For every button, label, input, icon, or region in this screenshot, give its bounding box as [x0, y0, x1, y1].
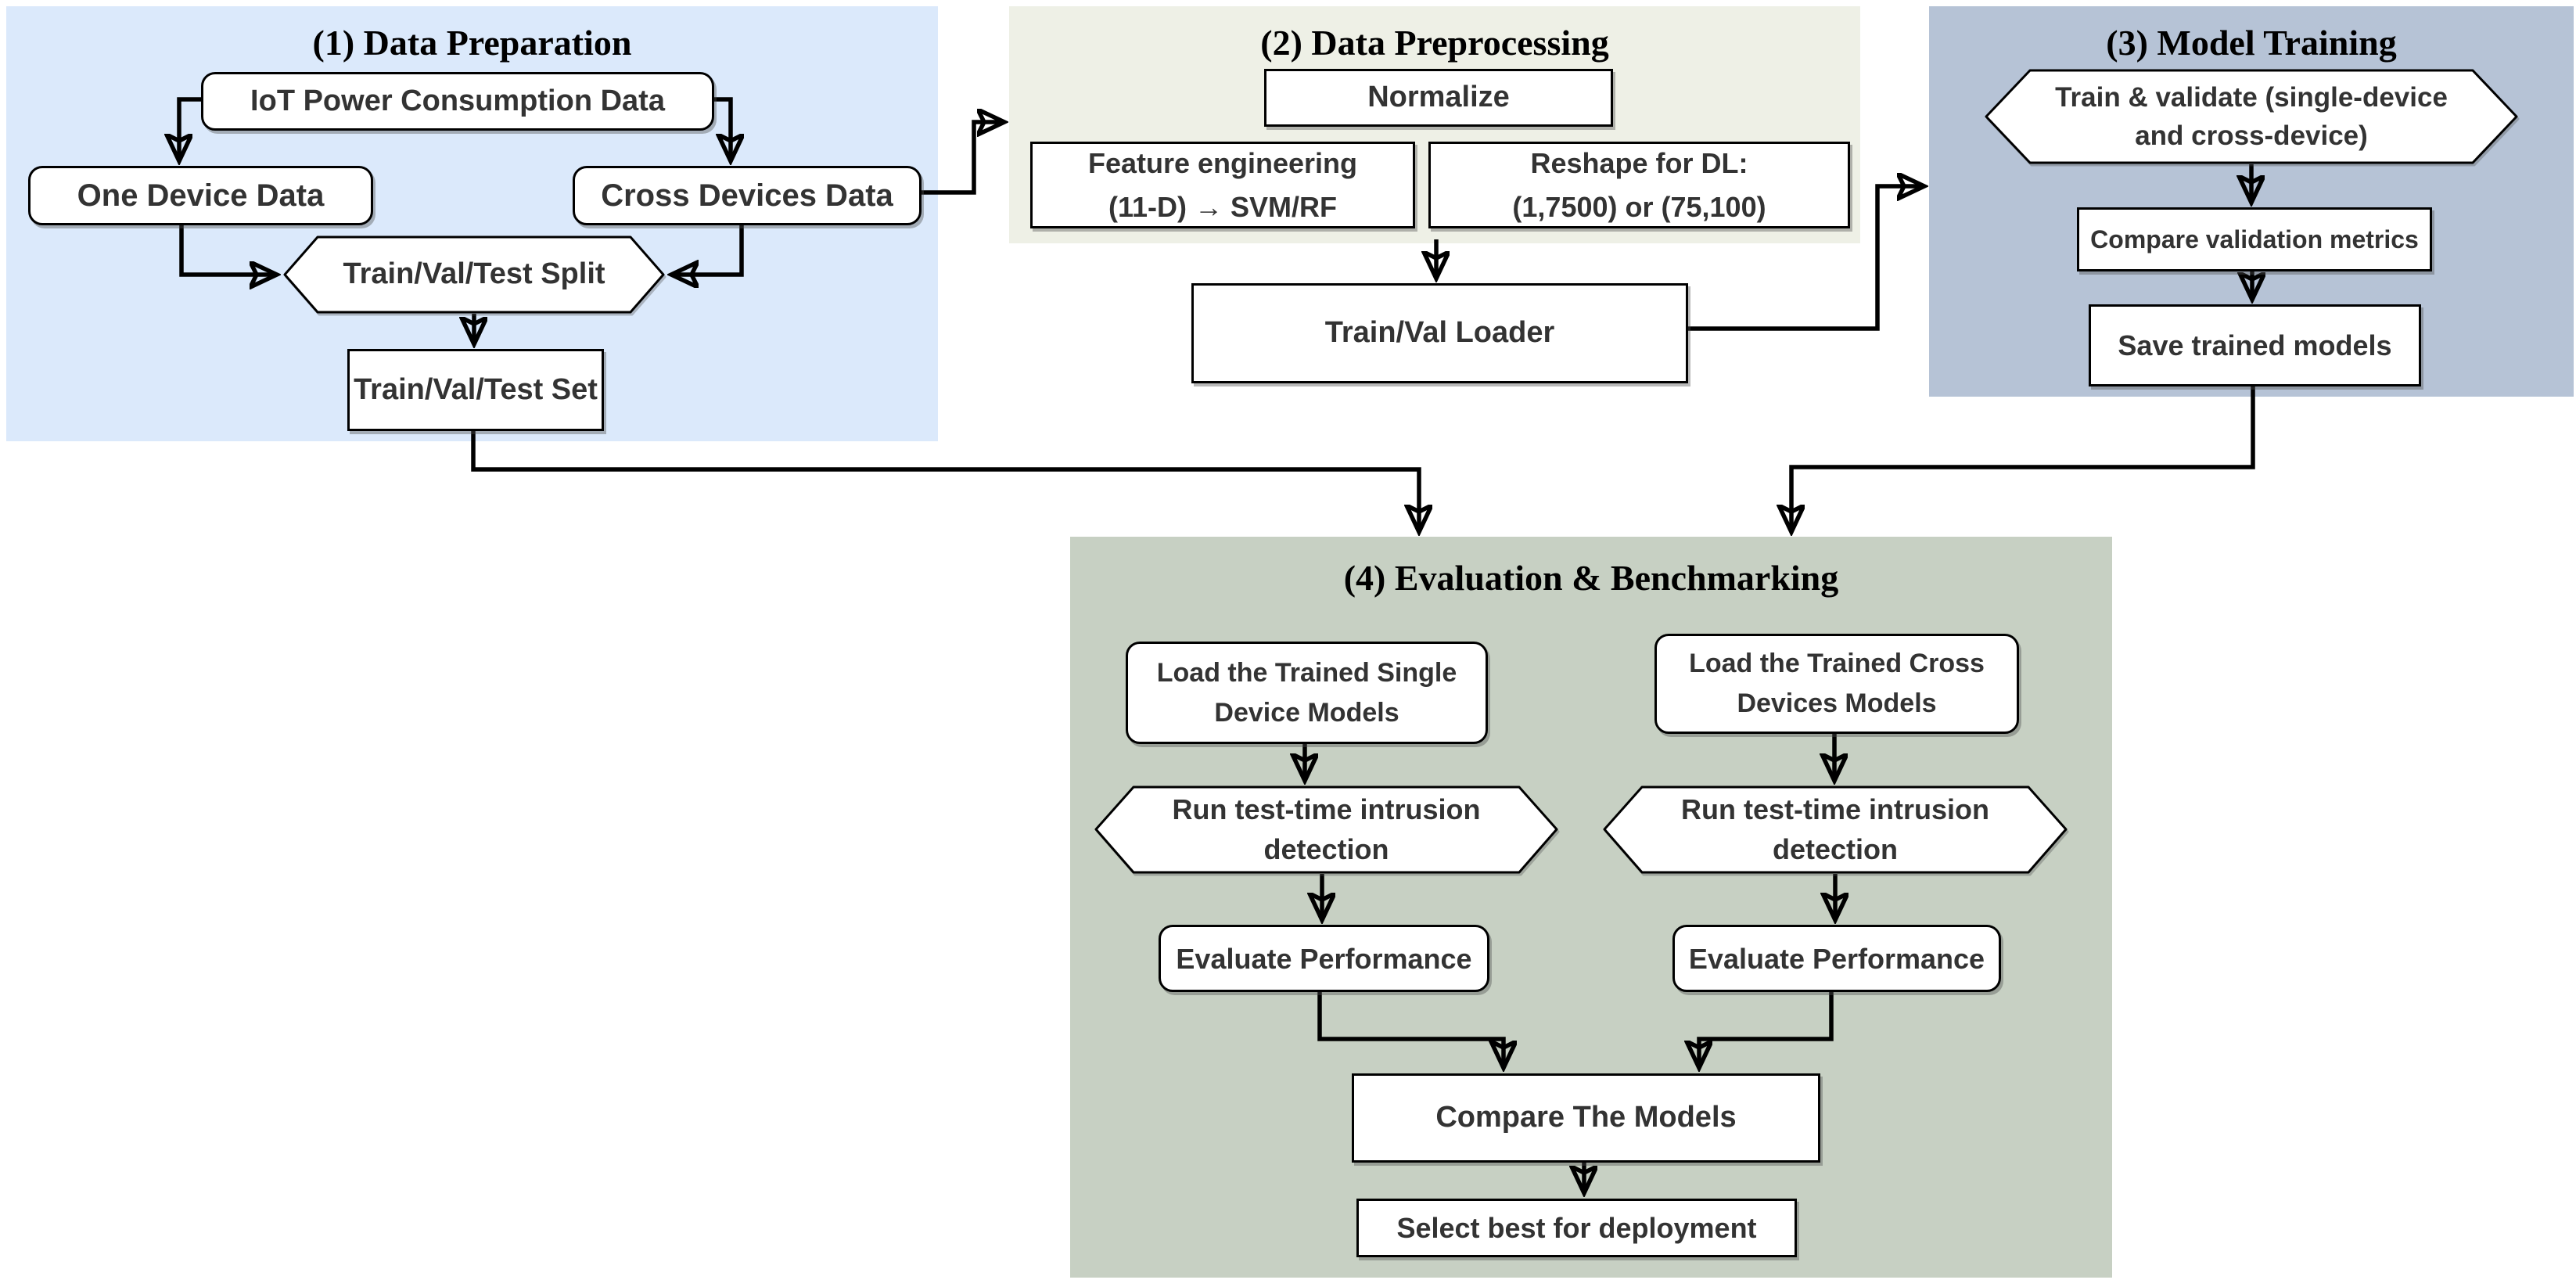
train-val-loader-node: Train/Val Loader [1191, 283, 1688, 383]
compare-the-models-label: Compare The Models [1435, 1101, 1737, 1134]
hexagon-shape [1603, 786, 2068, 874]
hexagon-shape [283, 235, 665, 314]
load-cross-devices-models-label: Load the Trained Cross Devices Models [1689, 649, 1985, 718]
run-intrusion-detection-right-label: Run test-time intrusion detection [1681, 793, 1989, 865]
train-val-test-split-node: Train/Val/Test Split [283, 235, 665, 314]
train-validate-node: Train & validate (single-device and cros… [1985, 69, 2518, 164]
normalize-label: Normalize [1367, 81, 1510, 114]
select-best-for-deployment-node: Select best for deployment [1356, 1199, 1797, 1257]
evaluate-performance-left-node: Evaluate Performance [1159, 925, 1489, 992]
panel-title-data-preprocessing: (2) Data Preprocessing [1260, 23, 1609, 63]
normalize-node: Normalize [1264, 69, 1613, 127]
load-single-device-models-label: Load the Trained Single Device Models [1156, 657, 1457, 728]
train-val-test-set-node: Train/Val/Test Set [347, 349, 604, 431]
feature-engineering-line1: Feature engineering [1087, 146, 1358, 179]
arrow-save-models-to-evaluation-panel [1791, 382, 2255, 529]
train-val-test-set-label: Train/Val/Test Set [354, 372, 598, 406]
hexagon-shape [1094, 786, 1558, 874]
iot-power-consumption-label: IoT Power Consumption Data [250, 84, 665, 117]
train-val-test-split-label: Train/Val/Test Split [343, 257, 605, 291]
hexagon-shape [1985, 69, 2518, 164]
run-intrusion-detection-right-node: Run test-time intrusion detection [1603, 786, 2068, 874]
iot-power-consumption-node: IoT Power Consumption Data [201, 72, 714, 131]
compare-validation-metrics-node: Compare validation metrics [2077, 207, 2432, 271]
feature-engineering-line2: (11-D) → SVM/RF [1108, 190, 1337, 223]
one-device-data-label: One Device Data [77, 178, 325, 213]
train-val-loader-label: Train/Val Loader [1324, 316, 1555, 350]
reshape-for-dl-line2: (1,7500) or (75,100) [1512, 190, 1766, 223]
run-intrusion-detection-left-node: Run test-time intrusion detection [1094, 786, 1558, 874]
cross-devices-data-node: Cross Devices Data [573, 166, 922, 225]
evaluate-performance-left-label: Evaluate Performance [1176, 942, 1472, 975]
evaluate-performance-right-node: Evaluate Performance [1672, 925, 2001, 992]
load-cross-devices-models-node: Load the Trained Cross Devices Models [1654, 634, 2019, 734]
save-trained-models-label: Save trained models [2118, 329, 2392, 361]
arrow-set-to-evaluation-panel [471, 426, 1419, 529]
evaluate-performance-right-label: Evaluate Performance [1688, 942, 1985, 975]
one-device-data-node: One Device Data [28, 166, 373, 225]
reshape-for-dl-node: Reshape for DL: (1,7500) or (75,100) [1428, 142, 1850, 228]
save-trained-models-node: Save trained models [2089, 304, 2421, 386]
panel-title-data-preparation: (1) Data Preparation [312, 23, 632, 63]
cross-devices-data-label: Cross Devices Data [601, 178, 893, 213]
load-single-device-models-node: Load the Trained Single Device Models [1126, 642, 1488, 744]
panel-title-evaluation-benchmarking: (4) Evaluation & Benchmarking [1343, 558, 1839, 598]
feature-engineering-node: Feature engineering (11-D) → SVM/RF [1030, 142, 1415, 228]
reshape-for-dl-line1: Reshape for DL: [1530, 146, 1748, 179]
select-best-for-deployment-label: Select best for deployment [1396, 1212, 1757, 1244]
panel-title-model-training: (3) Model Training [2106, 23, 2397, 63]
compare-validation-metrics-label: Compare validation metrics [2090, 225, 2419, 253]
compare-the-models-node: Compare The Models [1352, 1073, 1820, 1163]
train-validate-label: Train & validate (single-device and cros… [2055, 82, 2448, 151]
run-intrusion-detection-left-label: Run test-time intrusion detection [1172, 793, 1481, 865]
